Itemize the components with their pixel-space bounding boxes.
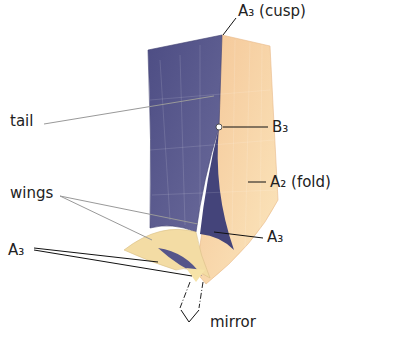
leader-line (60, 196, 198, 240)
b3-point (216, 124, 222, 130)
leader-line (223, 18, 236, 35)
cusp-label: A₃ (cusp) (238, 2, 306, 20)
singularity-label: A₃ (267, 228, 283, 246)
point-label: B₃ (272, 118, 288, 136)
singularity-label: A₃ (8, 241, 24, 259)
leader-line (223, 127, 268, 128)
mirror-line (180, 282, 203, 308)
leader-line (214, 232, 263, 238)
leader-line (248, 182, 266, 183)
part-label: wings (10, 184, 53, 202)
part-label: tail (10, 112, 33, 130)
leader-line (44, 96, 214, 124)
leader-line (181, 310, 199, 322)
mirror-label: mirror (210, 313, 256, 331)
leader-line (34, 248, 192, 276)
fold-label: A₂ (fold) (270, 173, 331, 191)
